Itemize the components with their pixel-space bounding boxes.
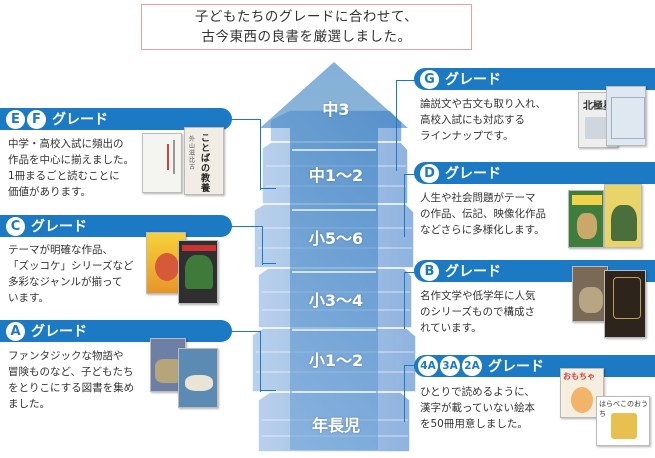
grade-a-badge: A	[6, 321, 25, 341]
grade-b-title: B グレード	[420, 260, 501, 282]
grade-g-description: 論説文や古文も取り入れ、高校入試にも対応する ラインナップです。	[420, 98, 547, 142]
grade-c-description: テーマが明確な作品、「ズッコケ」シリーズなど 多彩なジャンルが揃っています。	[8, 244, 134, 304]
grade-f-badge: F	[27, 109, 46, 129]
connector-c-end	[262, 263, 276, 264]
connector-k	[404, 365, 417, 422]
book-cover-c-2	[178, 240, 218, 304]
grade-d-title: D グレード	[420, 162, 501, 184]
grade-g-badge: G	[420, 69, 439, 89]
tier-label-el3-4: 小3～4	[308, 291, 364, 310]
tier-label-jh1-2: 中1～2	[308, 166, 364, 185]
book-cover-k-1: おもちゃ	[560, 368, 604, 418]
book-cover-d-1	[568, 190, 604, 248]
grade-k-label: グレード	[488, 359, 544, 375]
grade-g-bar	[414, 68, 655, 90]
grade-d-bar	[414, 162, 655, 184]
header-line-1: 子どもたちのグレードに合わせて、	[194, 9, 419, 25]
grade-k-title: 4A 3A 2A グレード	[418, 355, 544, 377]
grade-c-title: C グレード	[6, 215, 87, 237]
grade-c-label: グレード	[31, 219, 87, 235]
connector-b	[404, 272, 417, 329]
grade-c-badge: C	[6, 216, 25, 236]
tier-label-el1-2: 小1～2	[308, 351, 364, 370]
grade-b-badge: B	[420, 261, 439, 281]
grade-a-label: グレード	[31, 324, 87, 340]
grade-c-bar	[0, 215, 232, 237]
header-line-2: 古今東西の良書を厳選しました。	[201, 29, 412, 45]
tier-label-el5-6: 小5～6	[308, 229, 364, 248]
connector-ef	[232, 119, 261, 190]
book-cover-ef-2: ことばの教養 外山滋比古	[184, 127, 224, 195]
grade-ef-bar	[0, 108, 232, 130]
grade-4a-badge: 4A	[418, 356, 438, 376]
grade-3a-badge: 3A	[440, 356, 460, 376]
book-cover-a-2	[178, 348, 218, 408]
grade-b-label: グレード	[445, 264, 501, 280]
grade-d-badge: D	[420, 163, 439, 183]
grade-g-title: G グレード	[420, 68, 501, 90]
book-cover-d-2	[604, 184, 642, 248]
grade-b-description: 名作文学や低学年に人気のシリーズもので構成さ れています。	[420, 290, 536, 334]
grade-ef-description: 中学・高校入試に頻出の作品を中心に揃えました。 1冊まるごと読むことに価値があり…	[8, 138, 134, 198]
tier-label-kinder: 年長児	[311, 416, 360, 435]
grade-ef-label: グレード	[52, 112, 108, 128]
connector-d	[404, 174, 417, 237]
grade-e-badge: E	[6, 109, 25, 129]
grade-g-label: グレード	[445, 72, 501, 88]
connector-a-end	[260, 390, 276, 391]
connector-a	[232, 331, 261, 392]
connector-ef-end	[260, 188, 276, 189]
header-box: 子どもたちのグレードに合わせて、 古今東西の良書を厳選しました。	[141, 4, 472, 50]
grade-2a-badge: 2A	[462, 356, 482, 376]
tier-label-jh3: 中3	[322, 100, 350, 119]
book-cover-ef-1	[142, 133, 182, 193]
up-arrow	[260, 62, 408, 450]
connector-c	[232, 226, 263, 265]
grade-k-description: ひとりで読めるように、漢字が載っていない絵本 を50冊用意しました。	[420, 386, 535, 430]
grade-ef-title: E F グレード	[6, 108, 108, 130]
grade-d-description: 人生や社会問題がテーマの作品、伝記、映像化作品 などさらに多様化します。	[420, 192, 546, 236]
grade-a-bar	[0, 320, 232, 342]
book-cover-b-1	[572, 266, 608, 322]
grade-a-description: ファンタジックな物語や冒険ものなど、子どもたち をとりこにする図書を集めました。	[8, 350, 135, 410]
grade-d-label: グレード	[445, 166, 501, 182]
book-cover-g-2	[606, 86, 646, 146]
connector-g	[396, 80, 415, 171]
book-cover-k-2: はらぺこのおうち	[596, 396, 650, 446]
grade-a-title: A グレード	[6, 320, 87, 342]
book-cover-b-2	[604, 270, 646, 338]
